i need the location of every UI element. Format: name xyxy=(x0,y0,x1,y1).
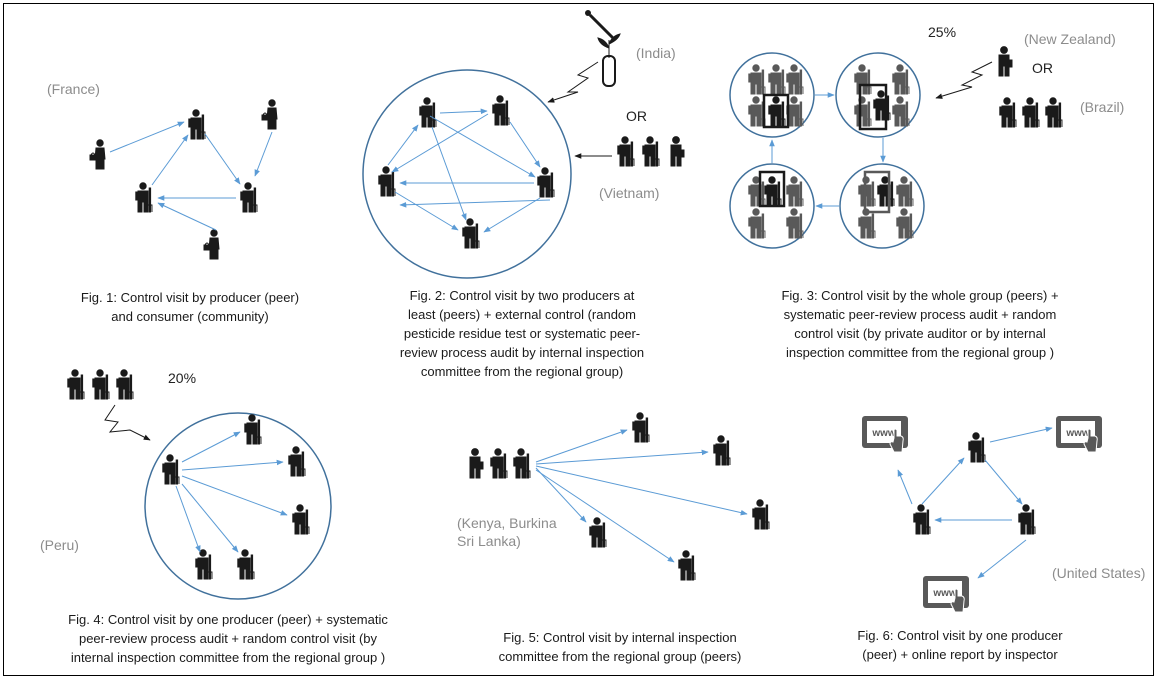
farmer-icon xyxy=(244,414,262,445)
caption-line: inspection committee from the regional g… xyxy=(785,345,1055,360)
farmer-icon xyxy=(589,517,607,548)
inspector-icon xyxy=(670,136,685,167)
caption-line: peer-review process audit + random contr… xyxy=(78,631,378,646)
farmer-icon xyxy=(913,504,931,535)
caption-line: control visit (by private auditor or by … xyxy=(794,326,1046,341)
farmer-icon xyxy=(678,550,696,581)
consumer-icon xyxy=(261,99,278,130)
caption-line: and consumer (community) xyxy=(111,309,269,324)
farmer-icon xyxy=(877,176,895,207)
farmer-icon xyxy=(67,369,85,400)
caption-line: systematic peer-review process audit + r… xyxy=(783,307,1057,322)
fig4-network xyxy=(67,369,332,600)
farmer-icon xyxy=(617,136,635,167)
fig5-caption: Fig. 5: Control visit by internal inspec… xyxy=(450,628,790,666)
caption-line: Fig. 6: Control visit by one producer xyxy=(857,628,1063,643)
farmer-icon xyxy=(642,136,660,167)
plant-tube-icon xyxy=(597,33,621,87)
farmer-icon xyxy=(135,182,153,213)
farmer-icon xyxy=(492,95,510,126)
country-line: Sri Lanka) xyxy=(457,533,521,549)
farmer-icon xyxy=(237,549,255,580)
farmer-icon xyxy=(162,454,180,485)
caption-line: committee from the regional group) xyxy=(420,364,624,379)
consumer-icon xyxy=(203,229,220,260)
farmer-icon xyxy=(1022,97,1040,128)
farmer-icon xyxy=(999,97,1017,128)
farmer-icon xyxy=(490,448,508,479)
farmer-icon xyxy=(513,448,531,479)
fig2-caption: Fig. 2: Control visit by two producers a… xyxy=(352,286,692,381)
caption-line: least (peers) + external control (random xyxy=(408,307,636,322)
fig4-caption: Fig. 4: Control visit by one producer (p… xyxy=(8,610,448,667)
fig1-caption: Fig. 1: Control visit by producer (peer)… xyxy=(40,288,340,326)
fig3-country-bottom: (Brazil) xyxy=(1080,99,1125,115)
farmer-icon xyxy=(195,549,213,580)
farmer-icon xyxy=(768,96,786,127)
caption-line: internal inspection committee from the r… xyxy=(70,650,386,665)
fig3-network xyxy=(729,46,1063,249)
fig3-country-top: (New Zealand) xyxy=(1024,31,1116,47)
fig2-country-bottom: (Vietnam) xyxy=(599,185,660,201)
farmer-icon xyxy=(288,446,306,477)
fig6-caption: Fig. 6: Control visit by one producer (p… xyxy=(810,626,1110,664)
farmer-icon xyxy=(462,218,480,249)
fig3-caption: Fig. 3: Control visit by the whole group… xyxy=(720,286,1120,362)
squiggle-arrow-icon xyxy=(104,404,151,441)
farmer-icon xyxy=(1018,504,1036,535)
farmer-icon xyxy=(632,412,650,443)
farmer-icon xyxy=(752,499,770,530)
fig4-percent: 20% xyxy=(168,370,197,386)
pipette-icon xyxy=(585,10,616,41)
fig6-network xyxy=(861,415,1103,613)
fig3-or: OR xyxy=(1032,60,1053,76)
fig3-percent: 25% xyxy=(928,24,957,40)
farmer-icon xyxy=(188,109,206,140)
country-line: (Kenya, Burkina xyxy=(457,515,557,531)
farmer-icon xyxy=(116,369,134,400)
fig2-country-top: (India) xyxy=(636,45,676,61)
consumer-icon xyxy=(89,139,106,170)
caption-line: Fig. 4: Control visit by one producer (p… xyxy=(68,612,388,627)
caption-line: committee from the regional group (peers… xyxy=(498,649,742,664)
farmer-icon xyxy=(968,432,986,463)
tablet-icon xyxy=(922,575,970,613)
farmer-icon xyxy=(292,504,310,535)
caption-line: Fig. 2: Control visit by two producers a… xyxy=(409,288,635,303)
tablet-icon xyxy=(861,415,909,453)
caption-line: (peer) + online report by inspector xyxy=(862,647,1058,662)
farmer-icon xyxy=(1045,97,1063,128)
squiggle-arrow-icon xyxy=(935,61,993,99)
caption-line: Fig. 5: Control visit by internal inspec… xyxy=(503,630,737,645)
farmer-icon xyxy=(240,182,258,213)
fig5-country: (Kenya, Burkina Sri Lanka) xyxy=(457,514,557,550)
fig4-country: (Peru) xyxy=(40,537,79,553)
squiggle-arrow-icon xyxy=(547,61,599,103)
fig1-network xyxy=(89,99,278,260)
fig5-network xyxy=(469,412,770,581)
farmer-icon xyxy=(419,97,437,128)
inspector-icon xyxy=(998,46,1013,77)
fig2-or: OR xyxy=(626,108,647,124)
farmer-icon xyxy=(713,435,731,466)
caption-line: pesticide residue test or systematic pee… xyxy=(403,326,641,341)
farmer-icon xyxy=(92,369,110,400)
frame-border xyxy=(3,3,1154,676)
farmer-icon xyxy=(537,167,555,198)
farmer-icon xyxy=(873,90,891,121)
caption-line: Fig. 3: Control visit by the whole group… xyxy=(781,288,1059,303)
fig1-country: (France) xyxy=(47,81,100,97)
group-circle xyxy=(362,69,572,279)
farmer-icon xyxy=(764,176,782,207)
tablet-icon xyxy=(1055,415,1103,453)
fig2-network xyxy=(362,10,685,279)
caption-line: Fig. 1: Control visit by producer (peer) xyxy=(80,290,300,305)
fig6-country: (United States) xyxy=(1052,565,1146,581)
caption-line: review process audit by internal inspect… xyxy=(399,345,645,360)
inspector-icon xyxy=(469,448,484,479)
